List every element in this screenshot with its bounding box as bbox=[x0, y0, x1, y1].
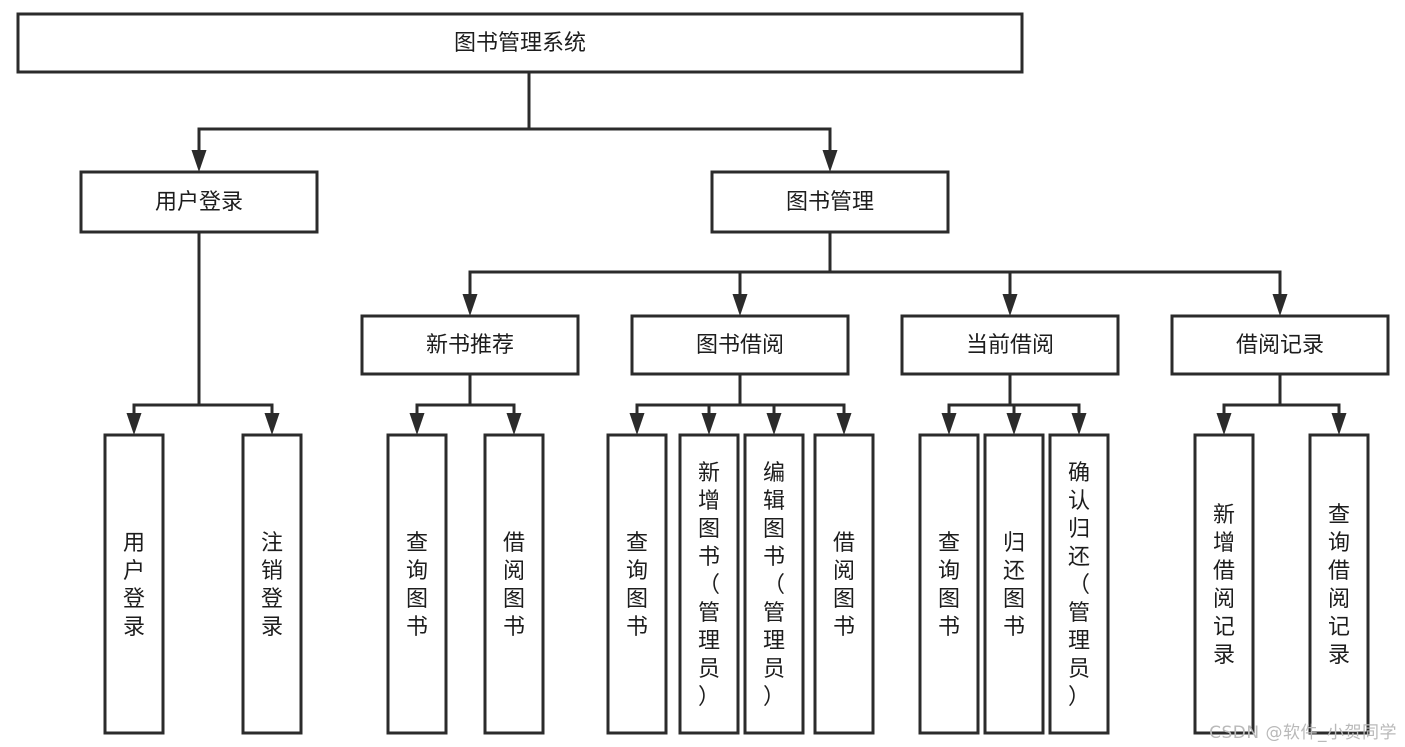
connector-group-user-login bbox=[126, 230, 280, 435]
node-leaf-confirm-return[interactable]: 确认归还（管理员） bbox=[1048, 433, 1110, 735]
connector-arrowhead-icon bbox=[1006, 413, 1022, 435]
node-label-leaf-return-book: 归还图书 bbox=[1003, 531, 1025, 640]
node-box-book-manage[interactable] bbox=[710, 170, 950, 234]
node-leaf-edit-book[interactable]: 编辑图书（管理员） bbox=[743, 433, 805, 735]
node-user-login[interactable]: 用户登录 bbox=[79, 170, 319, 234]
node-label-book-borrow: 图书借阅 bbox=[696, 333, 784, 358]
connector-arrowhead-icon bbox=[126, 413, 142, 435]
node-label-leaf-add-record: 新增借阅记录 bbox=[1213, 503, 1235, 668]
connector-arrowhead-icon bbox=[409, 413, 425, 435]
node-box-borrow-record[interactable] bbox=[1170, 314, 1390, 376]
node-leaf-query-book-2[interactable]: 查询图书 bbox=[606, 433, 668, 735]
node-leaf-query-book-1[interactable]: 查询图书 bbox=[386, 433, 448, 735]
node-label-book-manage: 图书管理 bbox=[786, 190, 874, 215]
connector-group-book-manage bbox=[462, 230, 1288, 316]
connector-arrowhead-icon bbox=[701, 413, 717, 435]
node-label-leaf-query-book-1: 查询图书 bbox=[406, 531, 428, 640]
node-box-leaf-add-book[interactable] bbox=[678, 433, 740, 735]
connector-group-borrow-record bbox=[1216, 372, 1347, 435]
connector-group-book-borrow bbox=[629, 372, 852, 435]
node-label-leaf-edit-book: 编辑图书（管理员） bbox=[763, 461, 785, 710]
connector-group-current-borrow bbox=[941, 372, 1087, 435]
node-new-book-rec[interactable]: 新书推荐 bbox=[360, 314, 580, 376]
node-box-leaf-borrow-book-1[interactable] bbox=[483, 433, 545, 735]
connector-group-root bbox=[191, 70, 838, 172]
connector-group-new-book-rec bbox=[409, 372, 522, 435]
connector-arrowhead-icon bbox=[506, 413, 522, 435]
node-label-borrow-record: 借阅记录 bbox=[1236, 333, 1324, 358]
node-label-leaf-query-record: 查询借阅记录 bbox=[1328, 503, 1350, 668]
node-box-leaf-return-book[interactable] bbox=[983, 433, 1045, 735]
node-borrow-record[interactable]: 借阅记录 bbox=[1170, 314, 1390, 376]
connector-layer bbox=[126, 70, 1347, 435]
node-box-leaf-query-book-2[interactable] bbox=[606, 433, 668, 735]
connector-arrowhead-icon bbox=[1272, 294, 1288, 316]
connector-arrowhead-icon bbox=[462, 294, 478, 316]
node-root[interactable]: 图书管理系统 bbox=[16, 12, 1024, 74]
node-box-current-borrow[interactable] bbox=[900, 314, 1120, 376]
connector-arrowhead-icon bbox=[191, 150, 207, 172]
node-box-book-borrow[interactable] bbox=[630, 314, 850, 376]
node-leaf-query-book-3[interactable]: 查询图书 bbox=[918, 433, 980, 735]
node-label-leaf-user-logout: 注销登录 bbox=[261, 531, 283, 640]
node-box-leaf-query-book-3[interactable] bbox=[918, 433, 980, 735]
node-label-root: 图书管理系统 bbox=[454, 31, 586, 56]
node-box-leaf-user-login[interactable] bbox=[103, 433, 165, 735]
node-box-leaf-query-record[interactable] bbox=[1308, 433, 1370, 735]
node-leaf-user-logout[interactable]: 注销登录 bbox=[241, 433, 303, 735]
node-label-leaf-user-login: 用户登录 bbox=[123, 531, 145, 640]
node-box-leaf-borrow-book-2[interactable] bbox=[813, 433, 875, 735]
node-label-leaf-confirm-return: 确认归还（管理员） bbox=[1068, 461, 1090, 710]
node-label-leaf-add-book: 新增图书（管理员） bbox=[698, 461, 720, 710]
node-leaf-add-book[interactable]: 新增图书（管理员） bbox=[678, 433, 740, 735]
connector-arrowhead-icon bbox=[836, 413, 852, 435]
connector-arrowhead-icon bbox=[1331, 413, 1347, 435]
connector-arrowhead-icon bbox=[629, 413, 645, 435]
node-label-new-book-rec: 新书推荐 bbox=[426, 333, 514, 358]
node-layer: 图书管理系统用户登录图书管理新书推荐图书借阅当前借阅借阅记录用户登录注销登录查询… bbox=[16, 12, 1390, 735]
node-label-leaf-borrow-book-2: 借阅图书 bbox=[833, 531, 855, 640]
node-leaf-return-book[interactable]: 归还图书 bbox=[983, 433, 1045, 735]
node-label-current-borrow: 当前借阅 bbox=[966, 333, 1054, 358]
node-box-root[interactable] bbox=[16, 12, 1024, 74]
node-box-leaf-edit-book[interactable] bbox=[743, 433, 805, 735]
node-box-leaf-confirm-return[interactable] bbox=[1048, 433, 1110, 735]
node-leaf-add-record[interactable]: 新增借阅记录 bbox=[1193, 433, 1255, 735]
node-label-leaf-query-book-3: 查询图书 bbox=[938, 531, 960, 640]
node-label-leaf-borrow-book-1: 借阅图书 bbox=[503, 531, 525, 640]
node-book-manage[interactable]: 图书管理 bbox=[710, 170, 950, 234]
node-leaf-query-record[interactable]: 查询借阅记录 bbox=[1308, 433, 1370, 735]
connector-arrowhead-icon bbox=[732, 294, 748, 316]
node-leaf-borrow-book-1[interactable]: 借阅图书 bbox=[483, 433, 545, 735]
connector-arrowhead-icon bbox=[766, 413, 782, 435]
connector-arrowhead-icon bbox=[1216, 413, 1232, 435]
connector-arrowhead-icon bbox=[1071, 413, 1087, 435]
node-book-borrow[interactable]: 图书借阅 bbox=[630, 314, 850, 376]
node-label-leaf-query-book-2: 查询图书 bbox=[626, 531, 648, 640]
node-box-user-login[interactable] bbox=[79, 170, 319, 234]
connector-arrowhead-icon bbox=[264, 413, 280, 435]
connector-arrowhead-icon bbox=[941, 413, 957, 435]
node-box-leaf-user-logout[interactable] bbox=[241, 433, 303, 735]
connector-arrowhead-icon bbox=[1002, 294, 1018, 316]
node-label-user-login: 用户登录 bbox=[155, 190, 243, 215]
node-leaf-user-login[interactable]: 用户登录 bbox=[103, 433, 165, 735]
connector-arrowhead-icon bbox=[822, 150, 838, 172]
node-box-leaf-add-record[interactable] bbox=[1193, 433, 1255, 735]
node-box-new-book-rec[interactable] bbox=[360, 314, 580, 376]
node-box-leaf-query-book-1[interactable] bbox=[386, 433, 448, 735]
node-leaf-borrow-book-2[interactable]: 借阅图书 bbox=[813, 433, 875, 735]
node-current-borrow[interactable]: 当前借阅 bbox=[900, 314, 1120, 376]
